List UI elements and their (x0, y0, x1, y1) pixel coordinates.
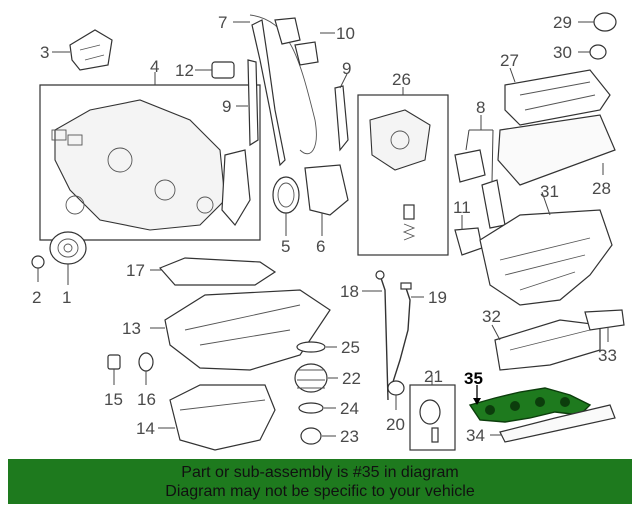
callout-35-highlighted[interactable]: 35 (464, 369, 483, 388)
callout-9-right[interactable]: 9 (342, 59, 351, 78)
part-27-drawing[interactable] (504, 69, 611, 126)
callout-12[interactable]: 12 (175, 61, 194, 80)
callout-34[interactable]: 34 (466, 426, 485, 445)
notice-banner: Part or sub-assembly is #35 in diagram D… (8, 459, 632, 504)
part-32-drawing[interactable] (494, 319, 601, 371)
callout-33[interactable]: 33 (598, 346, 617, 365)
part-25-drawing[interactable] (296, 341, 326, 353)
part-28-drawing[interactable] (497, 114, 616, 186)
callout-8[interactable]: 8 (476, 98, 485, 117)
callout-32[interactable]: 32 (482, 307, 501, 326)
part-29-drawing[interactable] (593, 12, 617, 32)
callout-3[interactable]: 3 (40, 43, 49, 62)
part-31-drawing[interactable] (479, 209, 613, 306)
callout-24[interactable]: 24 (340, 399, 359, 418)
callout-4[interactable]: 4 (150, 57, 159, 76)
part-23-drawing[interactable] (300, 427, 322, 445)
part-6-drawing[interactable] (304, 164, 349, 216)
part-1-drawing[interactable] (49, 231, 87, 265)
part-19-drawing[interactable] (391, 282, 412, 386)
part-20-drawing[interactable] (387, 380, 405, 396)
callout-19[interactable]: 19 (428, 288, 447, 307)
part-18-drawing[interactable] (375, 270, 389, 401)
callout-30[interactable]: 30 (553, 43, 572, 62)
part-34-drawing[interactable] (499, 404, 616, 443)
part-5-drawing[interactable] (272, 176, 300, 214)
callout-26[interactable]: 26 (392, 70, 411, 89)
part-22-drawing[interactable] (294, 363, 328, 393)
part-4-drawing[interactable] (39, 84, 261, 241)
callout-15[interactable]: 15 (104, 390, 123, 409)
part-10-drawing[interactable] (274, 17, 319, 66)
callout-31[interactable]: 31 (540, 182, 559, 201)
callout-1[interactable]: 1 (62, 288, 71, 307)
part-17-drawing[interactable] (158, 257, 277, 286)
callout-21[interactable]: 21 (424, 367, 443, 386)
callout-20[interactable]: 20 (386, 415, 405, 434)
part-16-drawing[interactable] (138, 352, 154, 372)
callout-25[interactable]: 25 (341, 338, 360, 357)
callout-7[interactable]: 7 (218, 13, 227, 32)
callout-29[interactable]: 29 (553, 13, 572, 32)
callout-23[interactable]: 23 (340, 427, 359, 446)
part-35-drawing[interactable] (468, 387, 592, 423)
callout-27[interactable]: 27 (500, 51, 519, 70)
part-11-drawing[interactable] (454, 227, 483, 256)
part-21-drawing[interactable] (409, 384, 456, 451)
callout-13[interactable]: 13 (122, 319, 141, 338)
callout-5[interactable]: 5 (281, 237, 290, 256)
callout-2[interactable]: 2 (32, 288, 41, 307)
callout-17[interactable]: 17 (126, 261, 145, 280)
part-14-drawing[interactable] (169, 384, 276, 451)
part-7-drawing[interactable] (249, 14, 317, 167)
callout-16[interactable]: 16 (137, 390, 156, 409)
callout-6[interactable]: 6 (316, 237, 325, 256)
notice-line-part: Part or sub-assembly is #35 in diagram (181, 463, 459, 481)
part-2-drawing[interactable] (31, 255, 45, 282)
notice-line-disclaimer: Diagram may not be specific to your vehi… (165, 482, 475, 500)
callout-10[interactable]: 10 (336, 24, 355, 43)
callout-9-left[interactable]: 9 (222, 97, 231, 116)
part-26-drawing[interactable] (357, 94, 449, 256)
callout-28[interactable]: 28 (592, 179, 611, 198)
part-12-drawing[interactable] (211, 61, 235, 79)
part-3-drawing[interactable] (69, 29, 113, 71)
callout-18[interactable]: 18 (340, 282, 359, 301)
callout-11[interactable]: 11 (453, 198, 471, 217)
callout-22[interactable]: 22 (342, 369, 361, 388)
part-13-drawing[interactable] (164, 289, 331, 371)
part-15-drawing[interactable] (107, 354, 121, 370)
part-30-drawing[interactable] (589, 44, 607, 60)
part-33-drawing[interactable] (584, 309, 625, 331)
engine-parts-diagram: 1 2 3 4 5 6 7 8 9 9 10 11 12 13 14 15 16… (31, 12, 625, 451)
part-24-drawing[interactable] (298, 402, 324, 414)
callout-14[interactable]: 14 (136, 419, 155, 438)
